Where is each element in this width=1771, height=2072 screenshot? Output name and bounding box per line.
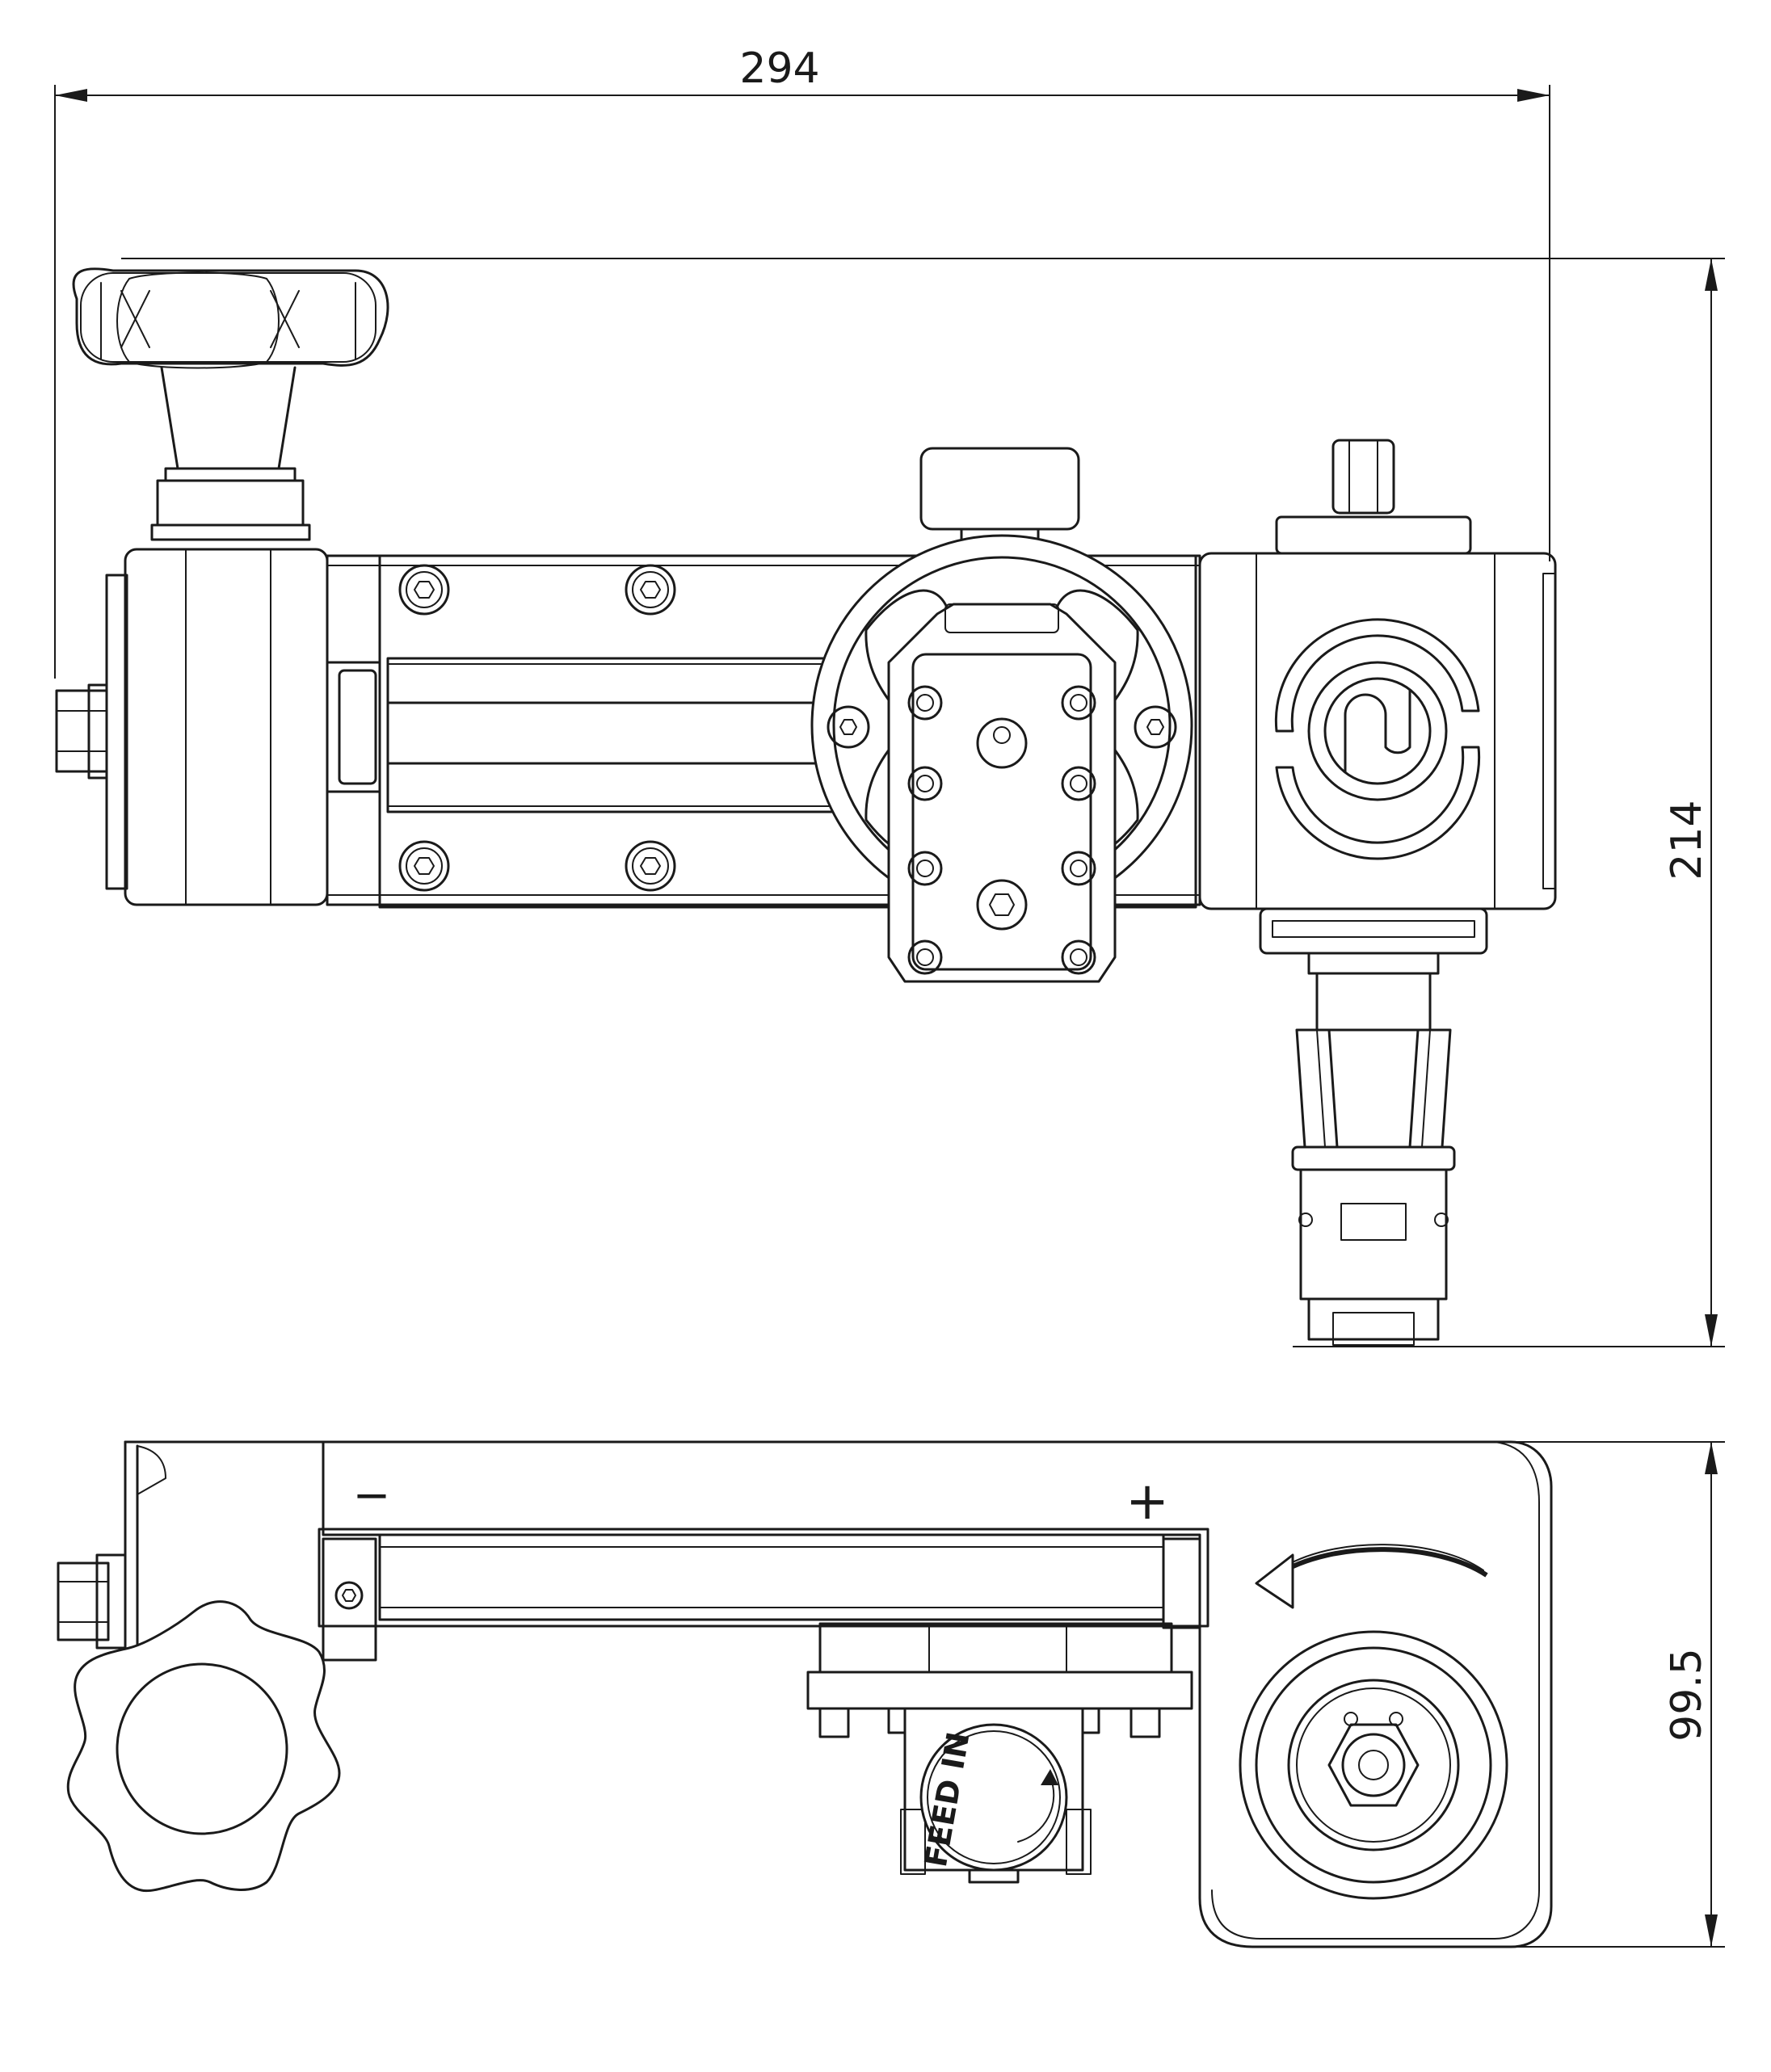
clamp-ring-assembly	[810, 447, 1193, 983]
frame-bolt	[625, 564, 676, 616]
dimension-side-view-height: 99.5	[1260, 1441, 1725, 1948]
dimension-top-view-height: 214	[121, 258, 1725, 1347]
side-view: FEED IN − +	[57, 1440, 1553, 1948]
star-knob	[66, 1600, 341, 1893]
side-slot	[318, 1528, 1209, 1662]
minus-label: −	[353, 1469, 391, 1522]
dimension-overall-width-label: 294	[739, 44, 819, 93]
plate-bolt-left	[907, 685, 943, 975]
dimension-overall-width: 294	[54, 44, 1550, 679]
dimension-side-view-height-label: 99.5	[1663, 1648, 1711, 1742]
top-view	[55, 267, 1557, 1346]
dimension-top-view-height-label: 214	[1663, 800, 1711, 880]
frame-bolt	[625, 840, 676, 892]
right-block	[1198, 439, 1557, 1346]
plus-label: +	[1125, 1472, 1169, 1532]
brand-logo-icon	[1274, 618, 1481, 860]
t-handle-knob	[72, 267, 389, 541]
spindle-wheel	[1239, 1630, 1508, 1900]
frame-bolt	[398, 840, 450, 892]
plate-bolt-right	[1061, 685, 1096, 975]
left-block	[55, 548, 329, 906]
frame-bolt	[398, 564, 450, 616]
rotation-arrow-icon	[1255, 1544, 1488, 1609]
feed-mechanism: FEED IN	[806, 1622, 1193, 1884]
